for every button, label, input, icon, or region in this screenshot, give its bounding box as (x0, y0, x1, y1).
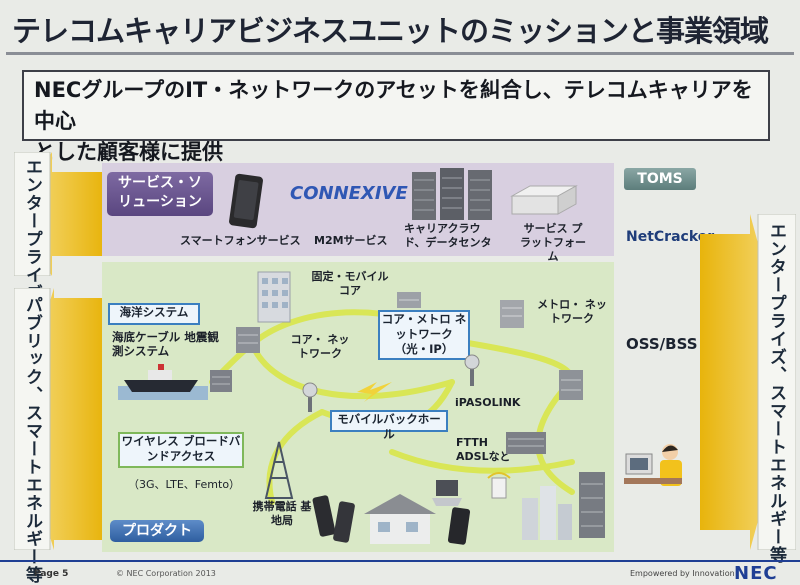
product-badge: プロダクト (110, 520, 204, 542)
metro-equipment-image (500, 300, 524, 328)
core-router-image (236, 327, 260, 353)
slide-title: テレコムキャリアビジネスユニットのミッションと事業領域 (12, 14, 769, 48)
metro-node-image (559, 370, 583, 400)
ship-image (118, 364, 208, 400)
oss-bss-label: OSS/BSS (626, 335, 698, 353)
wifi-router-image (487, 472, 511, 499)
footer: Page 5 © NEC Corporation 2013 Empowered … (0, 560, 800, 585)
ftth-equipment-image (506, 432, 546, 454)
office-building-image (257, 271, 291, 323)
mobile-phones-image (312, 495, 355, 543)
toms-badge: TOMS (624, 168, 696, 190)
tablet-image (447, 507, 471, 545)
metro-router-image (397, 292, 421, 308)
datacenter-rack-image (579, 472, 605, 538)
core-network-label: コア・ ネットワーク (290, 333, 350, 360)
footer-rule (0, 560, 800, 562)
cloud-servers-image (412, 168, 492, 220)
page-number: Page 5 (34, 569, 69, 579)
smartphone-service-label: スマートフォンサービス (180, 234, 301, 247)
ipasolink-label: iPASOLINK (455, 396, 521, 409)
wireless-types-label: （3G、LTE、Femto） (128, 478, 241, 491)
wireless-broadband-tag: ワイヤレス ブロードバンドアクセス (118, 432, 244, 468)
mission-line-1: NECグループのIT・ネットワークのアセットを糾合し、テレコムキャリアを中心 (34, 78, 753, 133)
laptop-image (432, 480, 462, 506)
mobile-backhaul-tag: モバイルバックホール (330, 410, 448, 441)
undersea-cable-label: 海底ケーブル 地震観測システム (112, 330, 219, 358)
metro-network-label: メトロ・ ネットワーク (537, 298, 607, 325)
m2m-service-label: M2Mサービス (314, 234, 388, 247)
fixed-mobile-core-label: 固定・モバイル コア (311, 270, 389, 297)
cell-tower-image (264, 441, 294, 499)
operator-workstation-image (624, 444, 682, 486)
ocean-equipment-image (210, 370, 232, 392)
tagline-text: Empowered by Innovation (630, 569, 735, 578)
city-buildings-image (522, 486, 572, 540)
platform-appliance-image (510, 185, 578, 215)
nec-logo: NEC (734, 563, 778, 584)
right-arrow (700, 214, 796, 550)
left-arrow-bottom (14, 288, 104, 550)
ipasolink-antenna-image (464, 354, 480, 386)
netcracker-logo: NetCracker (626, 229, 715, 245)
left-arrow-top-label: エンタープライズ (22, 158, 42, 302)
title-divider (6, 52, 794, 55)
left-arrow-top (14, 152, 104, 276)
service-badge-label: サービス・ソリューション (118, 175, 202, 210)
house-image (364, 494, 436, 544)
copyright-text: © NEC Corporation 2013 (116, 569, 216, 578)
mission-line-2: とした顧客様に提供 (34, 140, 223, 164)
left-arrow-bottom-label: パブリック、スマートエネルギー等 (22, 296, 42, 584)
service-badge: サービス・ソリューション (107, 172, 213, 216)
service-platform-label: サービス プラットフォーム (520, 222, 586, 263)
ftth-adsl-label: FTTH ADSLなど (456, 436, 511, 463)
base-station-label: 携帯電話 基地局 (252, 500, 312, 527)
mission-box: NECグループのIT・ネットワークのアセットを糾合し、テレコムキャリアを中心 と… (22, 70, 770, 164)
smartphone-image (229, 173, 263, 229)
carrier-cloud-label: キャリアクラウド、データセンタ (404, 222, 492, 249)
core-metro-network-tag: コア・メトロ ネットワーク （光・IP） (378, 310, 470, 360)
connexive-logo: CONNEXIVE (290, 183, 408, 204)
right-arrow-label: エンタープライズ、スマートエネルギー等 (766, 222, 786, 564)
backhaul-antenna-image (302, 382, 318, 412)
ocean-system-tag: 海洋システム (108, 303, 200, 325)
